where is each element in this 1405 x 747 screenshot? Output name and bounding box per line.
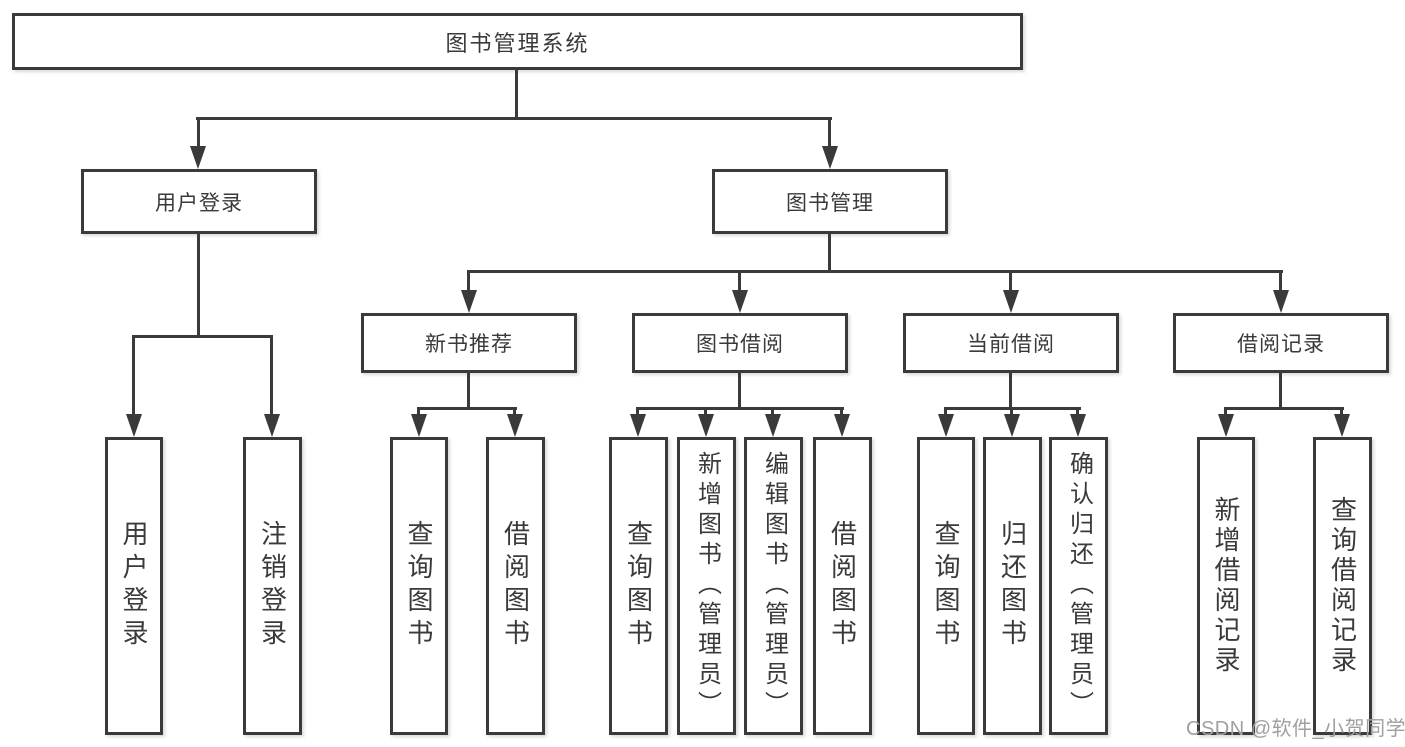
arrow-down-icon: [630, 414, 646, 437]
connector-line: [196, 117, 832, 120]
arrow-down-icon: [698, 414, 714, 437]
connector-line: [840, 407, 843, 417]
arrow-down-icon: [765, 414, 781, 437]
node-label: 确认归还（管理员）: [1065, 451, 1093, 721]
arrow-down-icon: [822, 146, 838, 169]
connector-line: [132, 335, 273, 338]
arrow-down-icon: [1003, 290, 1019, 313]
connector-line: [1009, 270, 1012, 294]
connector-line: [417, 407, 517, 410]
connector-line: [738, 373, 741, 410]
node-current-borrowing: 当前借阅: [903, 313, 1119, 373]
node-label: 查询图书: [623, 520, 654, 652]
leaf-user-login: 用户登录: [105, 437, 163, 735]
node-label: 编辑图书（管理员）: [760, 451, 788, 721]
leaf-query-books-recommend: 查询图书: [390, 437, 448, 735]
arrow-down-icon: [507, 414, 523, 437]
connector-line: [738, 270, 741, 294]
arrow-down-icon: [190, 146, 206, 169]
node-label: 借阅图书: [827, 520, 858, 652]
leaf-edit-books-admin: 编辑图书（管理员）: [744, 437, 803, 735]
leaf-return-books: 归还图书: [983, 437, 1042, 735]
connector-line: [515, 70, 518, 118]
connector-line: [1010, 407, 1013, 417]
node-label: 新增图书（管理员）: [693, 451, 721, 721]
connector-line: [637, 407, 844, 410]
arrow-down-icon: [1070, 414, 1086, 437]
connector-line: [197, 234, 200, 338]
node-library-management-system: 图书管理系统: [12, 13, 1023, 70]
connector-line: [828, 117, 831, 150]
connector-line: [1340, 407, 1343, 417]
leaf-borrow-books-borrowing: 借阅图书: [813, 437, 872, 735]
connector-line: [197, 117, 200, 150]
connector-line: [270, 335, 273, 417]
connector-line: [828, 234, 831, 273]
node-label: 用户登录: [155, 191, 243, 215]
arrow-down-icon: [411, 414, 427, 437]
connector-line: [513, 407, 516, 417]
connector-line: [704, 407, 707, 417]
node-label: 图书管理系统: [445, 30, 590, 56]
connector-line: [1224, 407, 1227, 417]
leaf-add-books-admin: 新增图书（管理员）: [677, 437, 736, 735]
node-book-management: 图书管理: [712, 169, 948, 234]
connector-line: [771, 407, 774, 417]
arrow-down-icon: [126, 414, 142, 437]
node-new-book-recommendation: 新书推荐: [361, 313, 577, 373]
leaf-query-borrow-record: 查询借阅记录: [1313, 437, 1372, 735]
leaf-query-books-current: 查询图书: [917, 437, 975, 735]
node-label: 借阅图书: [500, 520, 531, 652]
arrow-down-icon: [834, 414, 850, 437]
arrow-down-icon: [1004, 414, 1020, 437]
connector-line: [1279, 270, 1282, 294]
node-user-login: 用户登录: [81, 169, 317, 234]
node-label: 注销登录: [257, 520, 288, 652]
arrow-down-icon: [1218, 414, 1234, 437]
arrow-down-icon: [1273, 290, 1289, 313]
connector-line: [944, 407, 947, 417]
node-label: 查询借阅记录: [1327, 496, 1358, 676]
connector-line: [1224, 407, 1344, 410]
arrow-down-icon: [264, 414, 280, 437]
node-borrowing-records: 借阅记录: [1173, 313, 1389, 373]
connector-line: [636, 407, 639, 417]
node-label: 归还图书: [997, 520, 1028, 652]
arrow-down-icon: [461, 290, 477, 313]
node-label: 借阅记录: [1237, 333, 1325, 356]
node-label: 当前借阅: [967, 333, 1055, 356]
arrow-down-icon: [938, 414, 954, 437]
leaf-logout: 注销登录: [243, 437, 302, 735]
node-label: 查询图书: [931, 520, 961, 652]
node-label: 新增借阅记录: [1211, 496, 1241, 676]
node-label: 图书借阅: [696, 333, 784, 356]
leaf-add-borrow-record: 新增借阅记录: [1197, 437, 1255, 735]
arrow-down-icon: [732, 290, 748, 313]
connector-line: [1009, 373, 1012, 410]
leaf-confirm-return-admin: 确认归还（管理员）: [1049, 437, 1108, 735]
node-label: 新书推荐: [425, 333, 513, 356]
node-book-borrowing: 图书借阅: [632, 313, 848, 373]
node-label: 查询图书: [404, 520, 434, 652]
connector-line: [467, 270, 470, 294]
leaf-borrow-books-recommend: 借阅图书: [486, 437, 545, 735]
connector-line: [467, 373, 470, 410]
arrow-down-icon: [1334, 414, 1350, 437]
leaf-query-books-borrowing: 查询图书: [609, 437, 668, 735]
node-label: 用户登录: [119, 520, 149, 652]
connector-line: [132, 335, 135, 417]
connector-line: [1076, 407, 1079, 417]
connector-line: [417, 407, 420, 417]
watermark: CSDN @软件_小贺同学: [1186, 718, 1405, 740]
connector-line: [1279, 373, 1282, 410]
connector-line: [467, 270, 1283, 273]
node-label: 图书管理: [786, 191, 874, 215]
